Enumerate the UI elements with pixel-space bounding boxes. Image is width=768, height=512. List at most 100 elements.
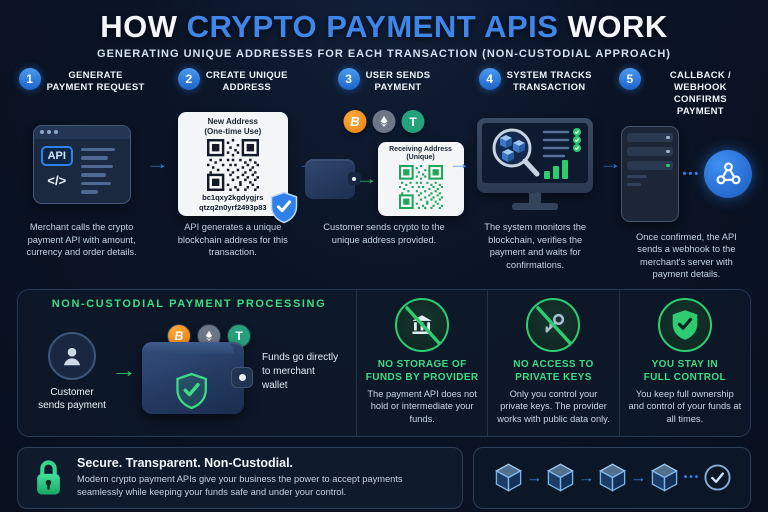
blockchain-cube-icon: [500, 135, 526, 162]
check-dot-icon: [573, 128, 582, 152]
banner-text: Modern crypto payment APIs give your bus…: [77, 474, 403, 498]
browser-body: API </>: [34, 139, 130, 203]
step-1-caption: Merchant calls the crypto payment API wi…: [26, 222, 137, 258]
crypto-coins: B T: [343, 110, 425, 133]
server-icon: [620, 125, 679, 222]
step-2: 2 CREATE UNIQUE ADDRESS New Address (One…: [165, 68, 300, 281]
step-4-number-badge: 4: [478, 68, 501, 90]
step-3-caption: Customer sends crypto to the unique addr…: [323, 222, 445, 245]
monitor-icon: [477, 118, 594, 210]
benefit-heading: YOU STAY IN FULL CONTROL: [643, 358, 727, 383]
step-1: 1 GENERATE PAYMENT REQUEST API </>: [14, 68, 149, 281]
wallet-clasp: [231, 366, 253, 388]
webhook-row: •••: [620, 125, 753, 222]
qr-code-icon: [206, 139, 259, 192]
magnifier-handle: [522, 158, 540, 177]
blockchain-chain-panel: → → → •••: [473, 446, 751, 509]
step-3: 3 USER SENDS PAYMENT B T → Receiving Add…: [304, 68, 464, 281]
monitor-screen: [482, 123, 589, 183]
page-title: HOW CRYPTO PAYMENT APIS WORK: [0, 10, 768, 44]
no-storage-icon: [395, 297, 450, 352]
server-line: [626, 182, 641, 186]
benefit-heading: NO STORAGE OF FUNDS BY PROVIDER: [365, 358, 479, 383]
wallet-icon: [142, 341, 253, 414]
footer-row: Secure. Transparent. Non-Custodial. Mode…: [17, 446, 751, 509]
step-2-number-badge: 2: [177, 68, 200, 90]
step-2-illustration: New Address (One-time Use) bc1qxy2kgdygj…: [165, 112, 300, 224]
step-1-illustration: API </>: [14, 112, 149, 216]
monitor-frame: [477, 118, 594, 193]
non-custodial-panel: NON-CUSTODIAL PAYMENT PROCESSING Custome…: [17, 288, 751, 437]
server-slot: [626, 132, 673, 142]
slash-icon: [405, 305, 441, 345]
window-dot-icon: [53, 130, 58, 134]
receiving-address-card: Receiving Address (Unique): [377, 141, 464, 217]
blockchain-cube-icon: [546, 463, 574, 492]
wallet-address: bc1qxy2kgdygjrs qtzq2n0yrf2493p83: [199, 193, 267, 212]
step-4-illustration: [468, 112, 603, 216]
code-icon: </>: [47, 172, 67, 188]
shield-check-icon: [176, 372, 207, 409]
customer-label: Customer sends payment: [38, 386, 106, 411]
header: HOW CRYPTO PAYMENT APIS WORK GENERATING …: [0, 0, 768, 61]
chain-arrow-icon: →: [629, 470, 647, 486]
code-line: [80, 181, 111, 185]
slash-icon: [536, 305, 573, 345]
step-2-title: CREATE UNIQUE ADDRESS: [205, 70, 288, 93]
dotted-connector-icon: •••: [682, 167, 701, 180]
panel-title: NON-CUSTODIAL PAYMENT PROCESSING: [51, 297, 327, 310]
server-slot: [626, 160, 673, 170]
browser-titlebar: [33, 125, 130, 139]
padlock-icon: [37, 460, 60, 495]
benefit-text: Only you control your private keys. The …: [497, 388, 610, 424]
benefit-text: The payment API does not hold or interme…: [367, 388, 477, 424]
chain-arrow-icon: →: [577, 470, 595, 486]
monitor-stand: [529, 193, 542, 203]
blockchain-cube-icon: [494, 463, 522, 492]
step-5-header: 5 CALLBACK / WEBHOOK CONFIRMS PAYMENT: [618, 68, 754, 118]
ethereum-icon: [372, 110, 396, 133]
webhook-icon: [704, 149, 753, 198]
benefit-no-storage: NO STORAGE OF FUNDS BY PROVIDER The paym…: [356, 289, 487, 436]
code-lines: [80, 147, 123, 194]
benefit-no-keys: NO ACCESS TO PRIVATE KEYS Only you contr…: [487, 289, 618, 436]
funds-text: Funds go directly to merchant wallet: [262, 351, 339, 391]
server-slot: [626, 146, 673, 156]
step-3-title: USER SENDS PAYMENT: [365, 70, 431, 93]
chain-arrow-icon: →: [525, 470, 543, 486]
customer-block: Customer sends payment: [30, 331, 114, 412]
merchant-wallet-block: B T: [140, 316, 253, 428]
step-5-caption: Once confirmed, the API sends a webhook …: [636, 231, 737, 280]
payment-arrow-icon: →: [111, 360, 137, 383]
step-3-number-badge: 3: [337, 68, 360, 90]
receiving-address-title: Receiving Address (Unique): [389, 145, 452, 161]
step-1-title: GENERATE PAYMENT REQUEST: [46, 70, 145, 93]
step-2-caption: API generates a unique blockchain addres…: [177, 222, 288, 258]
check-circle-icon: [704, 464, 731, 491]
title-pre: HOW: [100, 9, 187, 44]
code-line: [80, 156, 108, 160]
window-dot-icon: [39, 130, 44, 134]
bitcoin-icon: B: [343, 110, 367, 133]
panel-left-block: NON-CUSTODIAL PAYMENT PROCESSING Custome…: [18, 290, 356, 436]
security-banner: Secure. Transparent. Non-Custodial. Mode…: [17, 446, 463, 509]
new-address-card-title: New Address (One-time Use): [204, 117, 262, 136]
dotted-connector-icon: •••: [683, 472, 701, 484]
code-line: [80, 147, 115, 151]
step-2-header: 2 CREATE UNIQUE ADDRESS: [177, 68, 288, 108]
wallet-icon: [304, 159, 361, 199]
wallet-clasp: [347, 172, 361, 185]
shield-check-icon: [672, 309, 698, 340]
benefit-full-control: YOU STAY IN FULL CONTROL You keep full o…: [618, 289, 750, 436]
blockchain-cube-icon: [650, 463, 678, 492]
step-1-header: 1 GENERATE PAYMENT REQUEST: [18, 68, 145, 108]
step-1-number-badge: 1: [18, 68, 41, 90]
server-line: [626, 174, 647, 178]
shield-check-icon: [270, 191, 298, 224]
title-highlight: CRYPTO PAYMENT APIS: [186, 9, 559, 44]
no-private-keys-icon: [526, 297, 581, 352]
step-3-header: 3 USER SENDS PAYMENT: [337, 68, 431, 108]
steps-row: 1 GENERATE PAYMENT REQUEST API </>: [0, 68, 768, 281]
api-badge: API: [40, 145, 73, 166]
step-arrow-icon: →: [599, 154, 623, 173]
